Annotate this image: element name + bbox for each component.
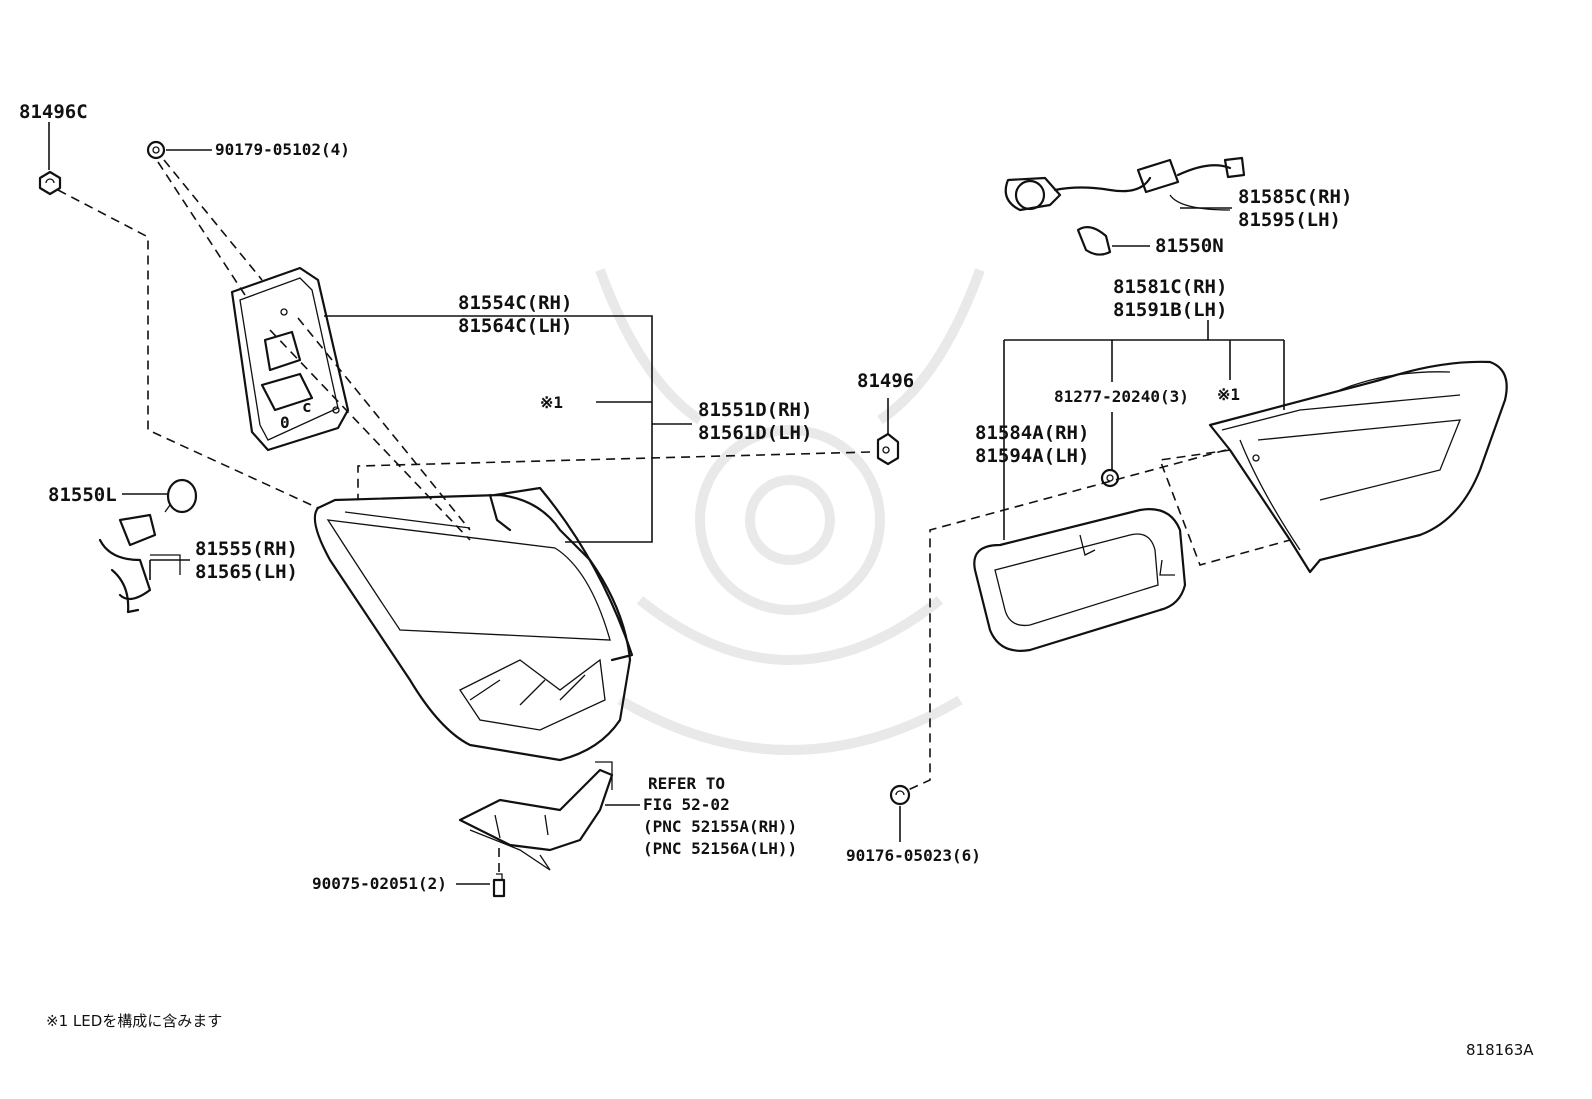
footnote: ※1 LEDを構成に含みます <box>46 1012 222 1030</box>
refer-line-2: FIG 52-02 <box>643 795 730 814</box>
note-mark-left: ※1 <box>540 393 563 412</box>
refer-line-3: (PNC 52155A(RH)) <box>643 817 797 836</box>
label-81591B-lh: 81591B(LH) <box>1113 299 1227 321</box>
gasket-81584A-icon <box>973 508 1187 652</box>
label-81565-lh: 81565(LH) <box>195 561 298 583</box>
clip-81496-icon <box>876 432 900 466</box>
nut-90179-icon <box>146 140 166 160</box>
figure-number: 818163A <box>1466 1041 1534 1059</box>
svg-text:c: c <box>302 397 312 416</box>
label-90179: 90179-05102(4) <box>215 140 350 159</box>
bolt-81496C-icon <box>38 170 62 196</box>
socket-81555-icon <box>98 513 181 614</box>
label-81585C-rh: 81585C(RH) <box>1238 186 1352 208</box>
label-81581C-rh: 81581C(RH) <box>1113 276 1227 298</box>
label-81564C-lh: 81564C(LH) <box>458 315 572 337</box>
tail-lamp-inner-81581C-icon <box>1208 360 1508 574</box>
nut-90176-icon <box>889 784 911 806</box>
bracket-52155A-icon <box>458 761 614 871</box>
label-81561D-lh: 81561D(LH) <box>698 422 812 444</box>
label-90176: 90176-05023(6) <box>846 846 981 865</box>
refer-line-1: REFER TO <box>648 774 725 793</box>
label-90075: 90075-02051(2) <box>312 874 447 893</box>
label-81594A-lh: 81594A(LH) <box>975 445 1089 467</box>
bulb-81550N-icon <box>1076 225 1112 256</box>
label-81554C-rh: 81554C(RH) <box>458 292 572 314</box>
label-81551D-rh: 81551D(RH) <box>698 399 812 421</box>
label-81496C: 81496C <box>19 101 88 123</box>
label-81550L: 81550L <box>48 484 117 506</box>
bulb-81550L-icon <box>164 478 198 514</box>
label-81550N: 81550N <box>1155 235 1224 257</box>
watermark-emblem <box>595 268 985 755</box>
socket-wire-81585C-icon <box>1004 156 1246 212</box>
label-81555-rh: 81555(RH) <box>195 538 298 560</box>
tail-lamp-outer-81551D-icon <box>313 486 634 762</box>
label-81277: 81277-20240(3) <box>1054 387 1189 406</box>
label-81584A-rh: 81584A(RH) <box>975 422 1089 444</box>
note-mark-right: ※1 <box>1217 385 1240 404</box>
screw-90075-icon <box>492 873 506 898</box>
label-81496: 81496 <box>857 370 914 392</box>
gasket-81554C-icon: 0 c <box>230 266 350 452</box>
refer-line-4: (PNC 52156A(LH)) <box>643 839 797 858</box>
svg-text:0: 0 <box>280 413 290 432</box>
label-81595-lh: 81595(LH) <box>1238 209 1341 231</box>
